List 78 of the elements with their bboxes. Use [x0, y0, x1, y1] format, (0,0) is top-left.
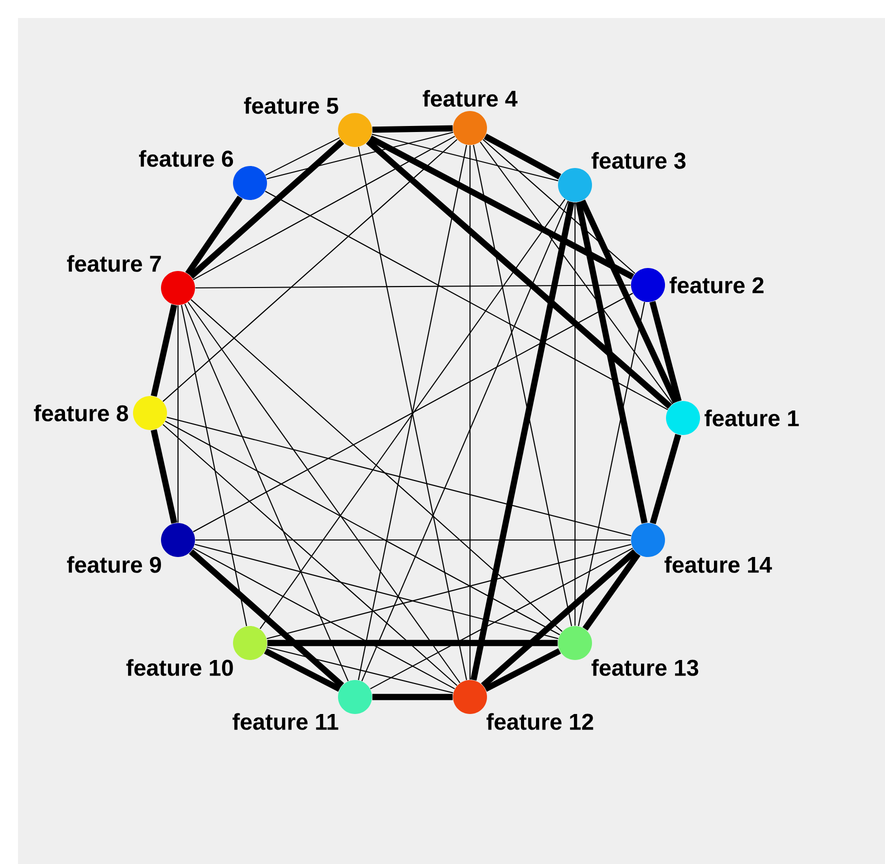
edge-line [193, 548, 455, 690]
node-label: feature 11 [232, 713, 338, 730]
feature-node: feature 8 [34, 396, 167, 430]
node-label: feature 10 [126, 659, 233, 676]
edge-line [372, 134, 558, 182]
edge-line [265, 190, 668, 410]
edge-line [264, 648, 341, 692]
feature-node: feature 5 [244, 97, 372, 147]
node-label: feature 7 [67, 255, 161, 272]
node-label: feature 8 [34, 404, 128, 422]
feature-node: feature 6 [139, 150, 267, 200]
edge-line [470, 201, 575, 681]
edge-line [368, 135, 634, 280]
edge-line [649, 301, 682, 402]
edge-line [575, 201, 648, 524]
edge-line [574, 202, 576, 626]
edge-line [194, 544, 558, 640]
edge-line [188, 139, 344, 279]
edge-line [150, 304, 178, 397]
edge-line [266, 132, 454, 180]
edge-line [192, 136, 456, 280]
edge-line [150, 429, 178, 524]
edge-line [484, 648, 561, 692]
feature-node: feature 4 [422, 90, 518, 145]
edge-line [469, 145, 471, 680]
edge-line [190, 299, 562, 632]
edge-line [361, 200, 569, 682]
edge-line [650, 434, 682, 524]
edge-line [195, 539, 631, 541]
edge-line [582, 552, 640, 631]
feature-node: feature 10 [126, 626, 267, 676]
edge-line [193, 292, 634, 532]
node-label: feature 12 [486, 713, 594, 730]
edge-line [188, 302, 460, 684]
edge-line [580, 199, 678, 404]
node-label: feature 14 [664, 556, 772, 573]
edge-line [484, 134, 562, 180]
edge-line [266, 646, 454, 694]
feature-node: feature 7 [67, 255, 195, 305]
edge-line [180, 304, 248, 626]
feature-node: feature 14 [631, 523, 772, 573]
feature-node: feature 2 [631, 268, 764, 302]
node-label: feature 1 [704, 410, 799, 426]
node-label: feature 4 [422, 90, 518, 107]
edge-line [166, 416, 632, 536]
edge-line [177, 305, 179, 523]
edge-line [372, 125, 453, 133]
edge-line [185, 196, 243, 276]
feature-node: feature 13 [558, 626, 698, 676]
edge-line [165, 420, 560, 636]
edge-line [578, 302, 646, 626]
node-label: feature 9 [67, 556, 161, 573]
edge-line [184, 304, 349, 682]
edge-line [366, 139, 672, 409]
node-label: feature 6 [139, 150, 234, 167]
edge-line [195, 284, 631, 288]
edge-line [480, 549, 638, 688]
node-label: feature 3 [592, 152, 686, 169]
edge-line [162, 139, 458, 402]
edge-line [265, 137, 340, 176]
node-label: feature 2 [670, 276, 764, 294]
edge-line [480, 142, 674, 404]
edge-line [370, 548, 633, 690]
edge-line [372, 694, 453, 700]
edge-line [266, 544, 632, 640]
edge-line [188, 549, 344, 688]
edge-line [472, 144, 572, 626]
edge-line [267, 640, 558, 646]
node-label: feature 5 [244, 97, 338, 114]
feature-node: feature 9 [67, 523, 195, 573]
feature-node: feature 3 [558, 152, 686, 202]
node-label: feature 13 [592, 659, 698, 676]
feature-node: feature 11 [232, 680, 372, 730]
edge-line [482, 139, 636, 274]
feature-node: feature 12 [453, 680, 594, 730]
feature-node: feature 1 [666, 401, 799, 435]
edge-line [260, 198, 566, 630]
edge-line [162, 424, 458, 686]
